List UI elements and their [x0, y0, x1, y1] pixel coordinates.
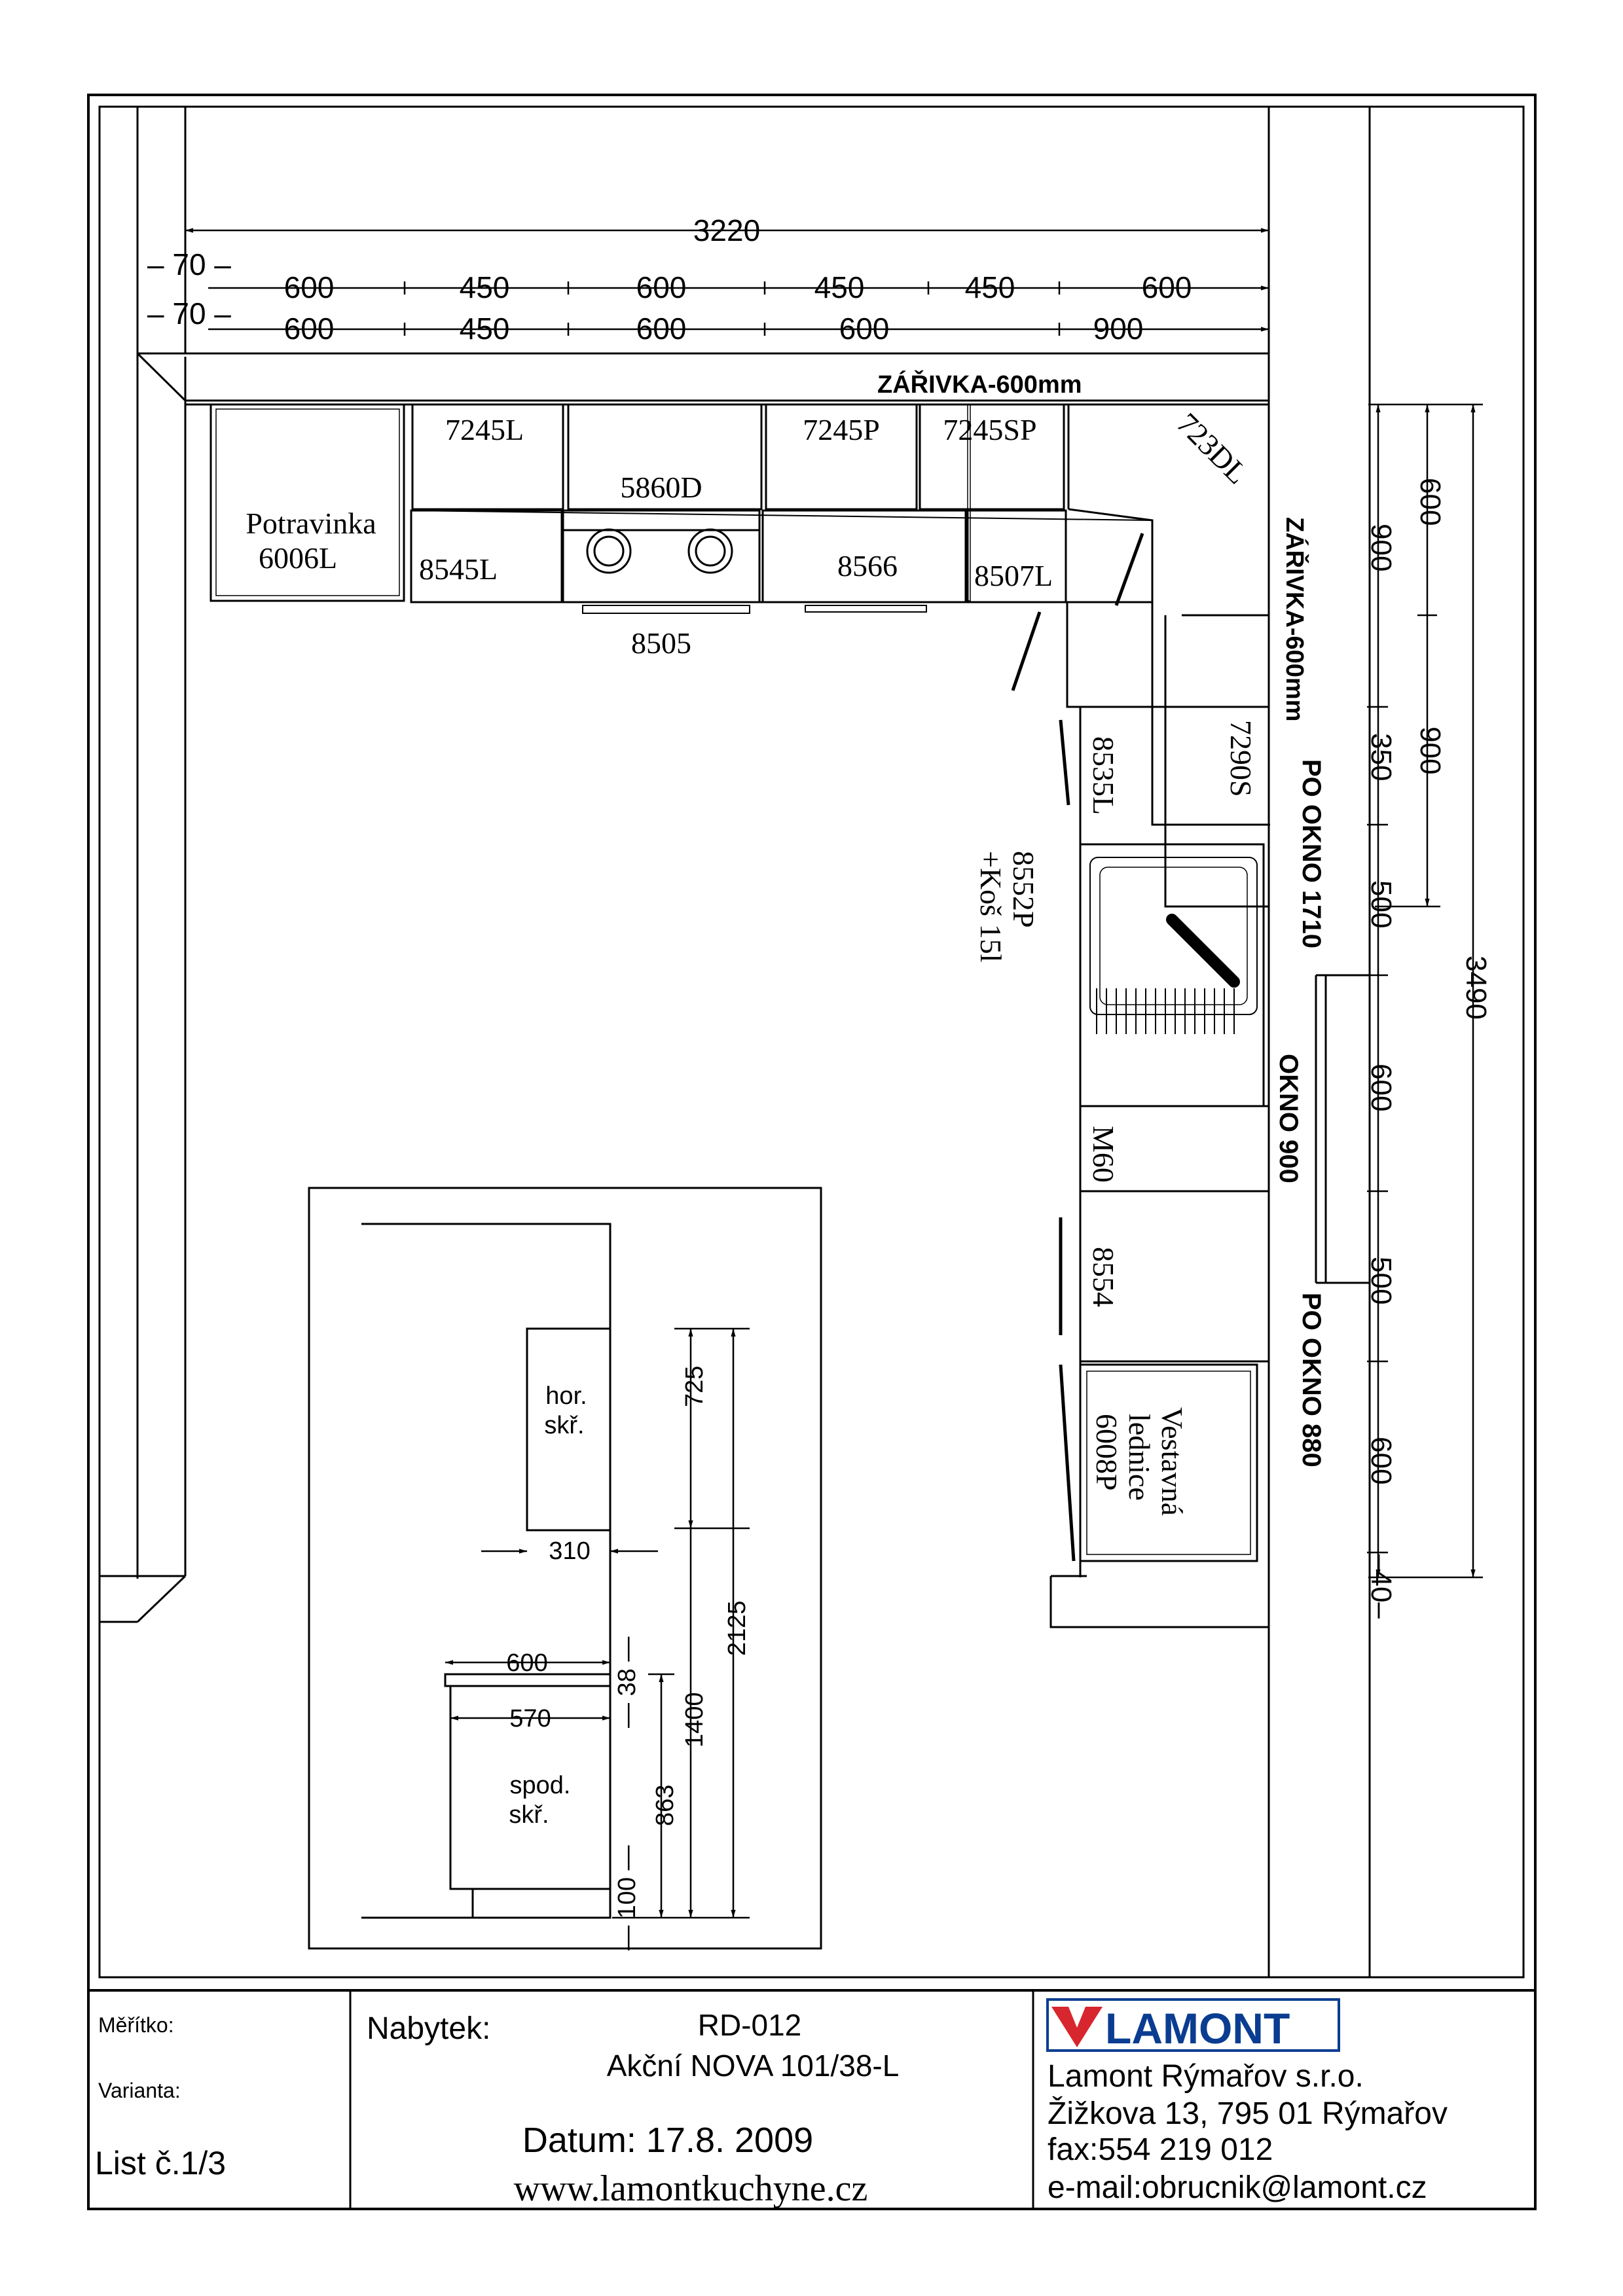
title-block	[349, 1990, 1034, 2209]
variant-label: Varianta:	[98, 2079, 181, 2102]
company-web: www.lamontkuchyne.cz	[514, 2168, 868, 2209]
top-dimension-labels: 3220 – 70 – – 70 – 600 450 600 450 450 6…	[147, 213, 1192, 346]
dim-600-section: 600	[506, 1649, 547, 1677]
dim-depth-310: 310	[549, 1537, 590, 1565]
room-walls	[100, 107, 1371, 1977]
section-dimensions	[445, 1327, 750, 1919]
dim-mid-900: 900	[1414, 726, 1446, 774]
upper-cabinet-label-2: skř.	[544, 1412, 584, 1439]
dim-total-3490: 3490	[1460, 956, 1492, 1020]
cabinet-8552P-1: 8552P	[1007, 851, 1040, 928]
cabinet-M60: M60	[1087, 1126, 1120, 1183]
dim-725: 725	[681, 1366, 708, 1407]
dim-38: — 38 —	[613, 1637, 641, 1728]
top-appliances	[562, 528, 1152, 614]
section-detail	[308, 1187, 822, 1950]
project-code: RD-012	[698, 2008, 802, 2042]
product-name: Akční NOVA 101/38-L	[607, 2049, 900, 2083]
dim-right-600b: 600	[1365, 1437, 1397, 1484]
sheet-number: List č.1/3	[95, 2145, 226, 2181]
upper-cabinet-label-1: hor.	[545, 1382, 587, 1410]
lamp-label-top: ZÁŘIVKA-600mm	[877, 370, 1082, 399]
lower-cabinet-label-2: skř.	[509, 1801, 549, 1829]
lamp-label-right: ZÁŘIVKA-600mm	[1281, 517, 1309, 722]
drawing-date: Datum: 17.8. 2009	[522, 2121, 813, 2160]
dim-offset-lower: – 70 –	[147, 296, 231, 331]
dim-right-500b: 500	[1365, 1257, 1397, 1304]
sink-drainer	[1096, 988, 1235, 1034]
cabinet-7245P: 7245P	[803, 413, 880, 446]
dim-offset-upper: – 70 –	[147, 247, 231, 281]
cabinet-potravinka-2: 6006L	[259, 541, 337, 575]
dim-lower-4: 600	[839, 312, 890, 346]
company-email: e-mail:obrucnik@lamont.cz	[1048, 2170, 1427, 2205]
dim-upper-2: 450	[460, 270, 510, 304]
dim-lower-3: 600	[636, 312, 687, 346]
cabinet-8552P-2: +Koš 15l	[974, 851, 1008, 962]
logo-text: LAMONT	[1105, 2004, 1290, 2053]
dim-upper-3: 600	[636, 270, 687, 304]
cabinet-5860D: 5860D	[620, 471, 702, 504]
cabinet-potravinka-1: Potravinka	[246, 507, 376, 540]
fridge-label-2: lednice	[1123, 1414, 1156, 1501]
scale-label: Měřítko:	[98, 2013, 174, 2037]
sink-bowl-right-icon	[687, 528, 733, 574]
dim-mid-600: 600	[1414, 478, 1446, 526]
cabinet-8505: 8505	[631, 626, 691, 660]
dim-upper-4: 450	[814, 270, 865, 304]
dim-right-350: 350	[1365, 733, 1397, 781]
dim-lower-5: 900	[1093, 312, 1144, 346]
cabinet-8554: 8554	[1087, 1247, 1120, 1307]
cabinet-7245SP: 7245SP	[943, 413, 1036, 446]
company-name: Lamont Rýmařov s.r.o.	[1048, 2059, 1364, 2094]
company-fax: fax:554 219 012	[1048, 2132, 1273, 2167]
dim-upper-5: 450	[965, 270, 1015, 304]
dim-total-width: 3220	[693, 213, 760, 247]
cabinet-723DL: 723DL	[1171, 406, 1254, 490]
title-block-text: Měřítko: Varianta: List č.1/3 Nabytek: R…	[95, 2008, 1448, 2209]
dim-570-section: 570	[509, 1705, 551, 1732]
dim-right-40: –40–	[1365, 1554, 1397, 1619]
furniture-label: Nabytek:	[367, 2011, 490, 2046]
window-po-okno-1710: PO OKNO 1710	[1297, 759, 1326, 948]
dim-upper-6: 600	[1142, 270, 1192, 304]
dim-upper-1: 600	[284, 270, 335, 304]
right-cabinet-run	[1059, 597, 1270, 1577]
cabinet-8535L: 8535L	[1087, 736, 1120, 815]
top-dimensions	[184, 223, 1270, 353]
cabinet-labels: 7245L 7245P 7245SP 723DL 5860D Potravink…	[246, 406, 1258, 1516]
window-okno-900: OKNO 900	[1274, 1054, 1303, 1183]
cabinet-7245L: 7245L	[445, 413, 524, 446]
cabinet-8566: 8566	[837, 549, 898, 583]
logo-mark-icon	[1051, 2007, 1103, 2047]
window-labels: PO OKNO 1710 OKNO 900 PO OKNO 880	[1274, 759, 1326, 1467]
lower-cabinet-label-1: spod.	[510, 1772, 571, 1799]
window-openings	[1315, 974, 1370, 1284]
dim-863: 863	[651, 1785, 679, 1826]
sheet-frame	[87, 94, 1537, 2210]
dim-right-900: 900	[1365, 524, 1397, 571]
fridge-label-1: Vestavná	[1156, 1407, 1189, 1516]
right-dimensions	[1367, 403, 1483, 1579]
top-cabinet-run	[185, 403, 1269, 691]
dim-100: — 100 —	[613, 1845, 641, 1950]
cabinet-8507L: 8507L	[974, 559, 1053, 592]
cabinet-7290S: 7290S	[1224, 720, 1258, 797]
window-po-okno-880: PO OKNO 880	[1297, 1293, 1326, 1467]
company-address: Žižkova 13, 795 01 Rýmařov	[1048, 2096, 1448, 2131]
dim-lower-1: 600	[284, 312, 335, 346]
dim-2125: 2125	[723, 1600, 751, 1656]
section-labels: hor. skř. 310 725 2125 600 570 — 38 — 14…	[506, 1366, 751, 1950]
sink-bowl-left-icon	[586, 528, 632, 574]
dim-lower-2: 450	[460, 312, 510, 346]
cabinet-8545L: 8545L	[419, 552, 498, 586]
right-dimension-labels: 900 350 500 600 500 600 –40– 600 900 349…	[1365, 478, 1492, 1619]
dim-1400: 1400	[681, 1692, 708, 1748]
company-logo: LAMONT	[1046, 1998, 1340, 2053]
dim-right-600a: 600	[1365, 1064, 1397, 1111]
fridge-label-3: 6008P	[1090, 1414, 1123, 1491]
dim-right-500a: 500	[1365, 880, 1397, 928]
